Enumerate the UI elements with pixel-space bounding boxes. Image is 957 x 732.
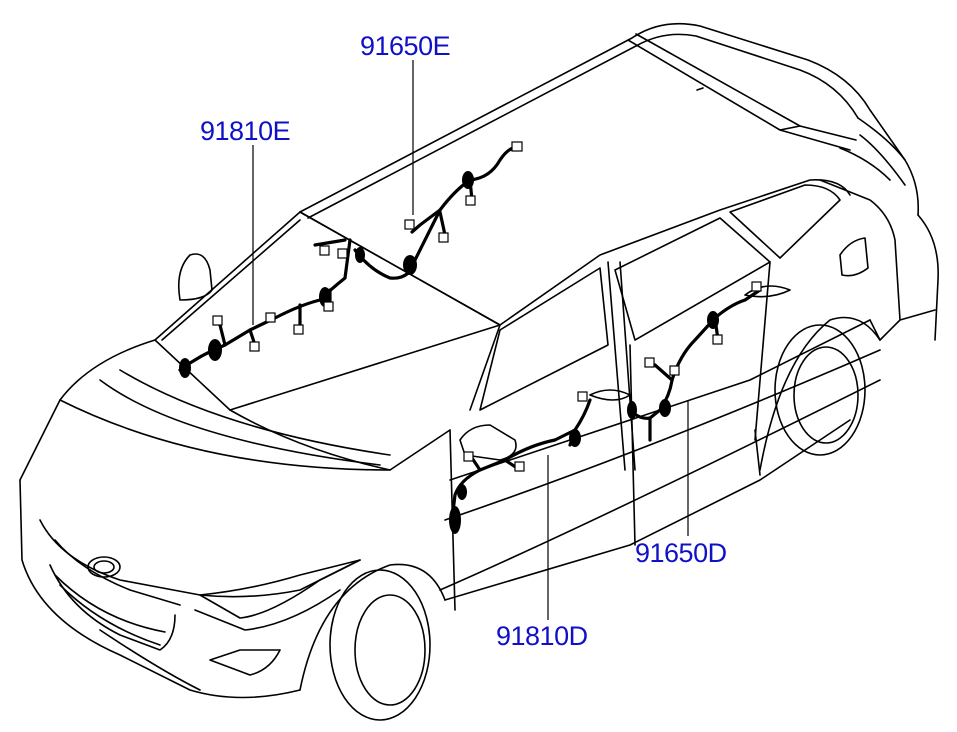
harness-91810D-front-door — [449, 398, 592, 534]
part-label-91650E: 91650E — [360, 31, 451, 61]
part-label-91810D: 91810D — [496, 621, 588, 651]
harness-91650D-rear-door — [627, 288, 762, 442]
car-body-outline — [19, 22, 939, 721]
harness-91650E-roof — [353, 145, 522, 280]
part-label-91810E: 91810E — [200, 116, 291, 146]
leader-lines — [252, 60, 689, 620]
part-label-91650D: 91650D — [635, 538, 727, 568]
harness-connectors — [212, 141, 762, 472]
harness-91810E-front — [178, 238, 352, 378]
